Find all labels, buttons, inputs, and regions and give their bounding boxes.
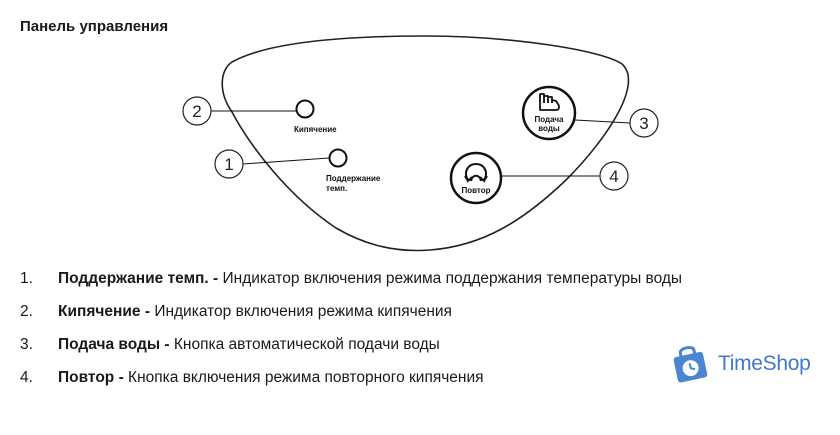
callout-circle-4 xyxy=(599,161,629,191)
list-item-description: Индикатор включения режима поддержания т… xyxy=(222,270,683,287)
list-item: 4. Повтор - Кнопка включения режима повт… xyxy=(20,367,820,389)
keep-warm-indicator xyxy=(328,148,348,168)
list-item-term: Подача воды xyxy=(58,336,161,353)
boiling-label: Кипячение xyxy=(294,125,337,134)
list-item-number: 1. xyxy=(20,270,33,287)
water-supply-label-line1: Подача xyxy=(535,115,565,124)
repeat-label: Повтор xyxy=(461,186,490,195)
list-item-term: Кипячение xyxy=(58,303,141,320)
water-supply-button[interactable]: Подача воды xyxy=(521,85,577,141)
timeshop-watermark: TimeShop xyxy=(668,343,811,385)
list-item: 1. Поддержание темп. - Индикатор включен… xyxy=(20,268,820,290)
control-panel-outline xyxy=(221,35,630,252)
callout-number-4: 4 xyxy=(609,167,618,186)
list-item-term: Повтор xyxy=(58,369,115,386)
list-item-number: 4. xyxy=(20,369,33,386)
list-item-description: Кнопка включения режима повторного кипяч… xyxy=(128,369,484,386)
legend-list: 1. Поддержание темп. - Индикатор включен… xyxy=(20,268,820,400)
callout-circle-3 xyxy=(629,108,659,138)
water-supply-label-line2: воды xyxy=(538,124,560,133)
callout-line-1 xyxy=(242,157,330,165)
callout-circle-1 xyxy=(214,149,244,179)
control-panel-diagram: Кипячение Поддержание темп. Подача воды … xyxy=(182,35,659,252)
callout-number-2: 2 xyxy=(192,102,201,121)
callout-number-1: 1 xyxy=(224,155,233,174)
list-item-description: Кнопка автоматической подачи воды xyxy=(173,336,440,353)
list-item-description: Индикатор включения режима кипячения xyxy=(154,303,452,320)
boiling-indicator xyxy=(295,99,315,119)
hand-press-icon xyxy=(539,93,560,111)
watermark-brand-name: TimeShop xyxy=(718,352,811,375)
list-item-term: Поддержание темп. xyxy=(58,270,209,287)
list-item: 3. Подача воды - Кнопка автоматической п… xyxy=(20,334,820,356)
callout-line-3 xyxy=(574,119,631,124)
callout-circle-2 xyxy=(182,96,212,126)
callout-number-3: 3 xyxy=(639,114,648,133)
keep-warm-label-line1: Поддержание xyxy=(326,174,381,183)
keep-warm-label-line2: темп. xyxy=(326,184,347,193)
repeat-button[interactable]: Повтор xyxy=(449,151,503,205)
shopping-bag-clock-icon xyxy=(673,346,708,383)
repeat-cycle-icon xyxy=(464,162,488,183)
list-item-number: 2. xyxy=(20,303,33,320)
page-heading: Панель управления xyxy=(20,18,169,35)
list-item: 2. Кипячение - Индикатор включения режим… xyxy=(20,301,820,323)
list-item-number: 3. xyxy=(20,336,33,353)
